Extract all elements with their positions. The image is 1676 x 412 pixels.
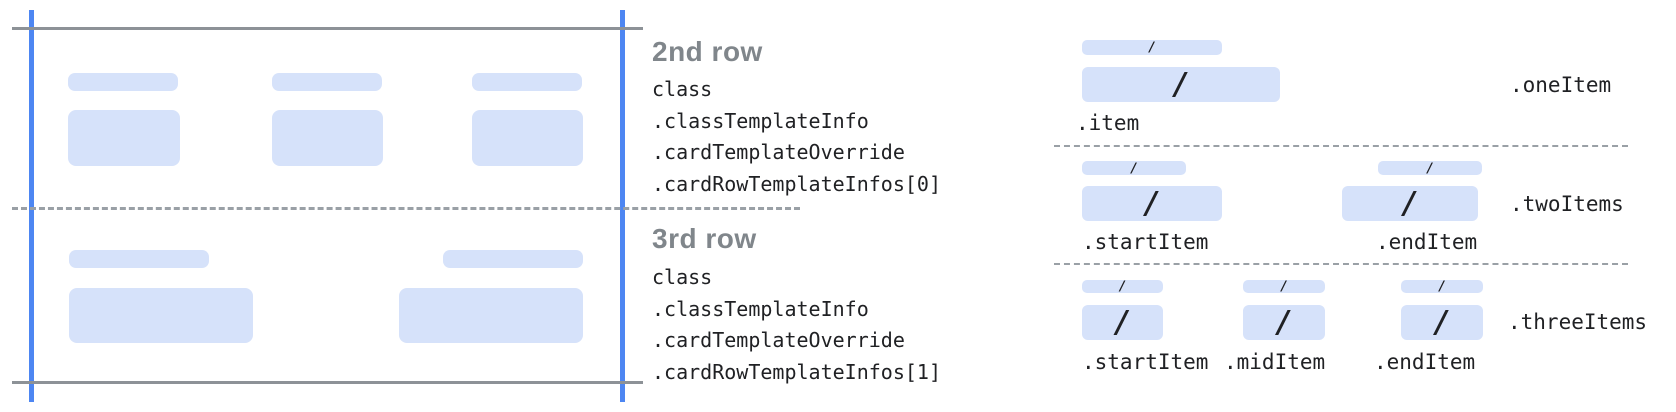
item-value-bar: / — [1243, 305, 1325, 340]
slash-glyph: / — [1148, 40, 1156, 55]
item-label-bar: / — [1082, 161, 1186, 175]
code-line: .cardRowTemplateInfos[1] — [652, 359, 941, 384]
slash-glyph: / — [1142, 185, 1162, 221]
item-label-bar: / — [1082, 40, 1222, 55]
slash-glyph: / — [1426, 160, 1434, 176]
placeholder-value-box — [68, 110, 180, 166]
placeholder-value-box — [399, 288, 583, 343]
code-line: .cardTemplateOverride — [652, 328, 905, 352]
second-row-heading: 2nd row — [652, 36, 763, 67]
second-row-code-block: class .classTemplateInfo .cardTemplateOv… — [652, 74, 941, 200]
item-caption: .endItem — [1376, 230, 1478, 254]
third-row-heading: 3rd row — [652, 223, 757, 254]
placeholder-value-box — [472, 110, 583, 166]
item-value-bar: / — [1082, 186, 1222, 221]
placeholder-value-box — [272, 110, 383, 166]
layout-name-twoitems: .twoItems — [1510, 192, 1624, 216]
item-caption: .startItem — [1082, 350, 1209, 374]
code-line: .cardRowTemplateInfos[0] — [652, 171, 941, 196]
item-caption: .item — [1076, 111, 1140, 135]
item-value-bar: / — [1082, 67, 1280, 102]
slash-glyph: / — [1274, 304, 1294, 340]
item-label-bar: / — [1401, 280, 1483, 293]
slash-glyph: / — [1438, 279, 1446, 294]
item-value-bar: / — [1082, 305, 1163, 340]
code-line: class — [652, 77, 713, 101]
code-line: .cardTemplateOverride — [652, 140, 905, 164]
slash-glyph: / — [1130, 160, 1138, 176]
placeholder-label-bar — [272, 73, 382, 91]
item-caption: .midItem — [1224, 350, 1326, 374]
layout-name-threeitems: .threeItems — [1508, 310, 1648, 334]
placeholder-label-bar — [472, 73, 582, 91]
item-caption: .endItem — [1374, 350, 1476, 374]
card-left-guide-line — [29, 10, 34, 402]
placeholder-label-bar — [443, 250, 583, 268]
placeholder-label-bar — [69, 250, 209, 268]
placeholder-value-box — [69, 288, 253, 343]
item-label-bar: / — [1082, 280, 1163, 293]
layout-name-oneitem: .oneItem — [1510, 73, 1612, 97]
slash-glyph: / — [1400, 185, 1420, 221]
slash-glyph: / — [1432, 304, 1452, 340]
item-label-bar: / — [1378, 161, 1482, 175]
item-caption: .startItem — [1082, 230, 1209, 254]
slash-glyph: / — [1171, 66, 1191, 102]
card-bottom-guide-line — [12, 381, 643, 384]
slash-glyph: / — [1118, 279, 1127, 294]
item-value-bar: / — [1401, 305, 1483, 340]
card-right-guide-line — [620, 10, 625, 402]
code-line: class — [652, 265, 713, 289]
item-value-bar: / — [1342, 186, 1478, 221]
slash-glyph: / — [1113, 304, 1132, 340]
legend-divider-dashed — [1054, 145, 1628, 147]
slash-glyph: / — [1280, 279, 1288, 294]
code-line: .classTemplateInfo — [652, 108, 869, 133]
card-row-divider-dashed — [12, 207, 800, 210]
legend-divider-dashed — [1054, 263, 1628, 265]
card-top-guide-line — [12, 27, 643, 30]
code-line: .classTemplateInfo — [652, 296, 869, 321]
placeholder-label-bar — [68, 73, 178, 91]
third-row-code-block: class .classTemplateInfo .cardTemplateOv… — [652, 262, 941, 388]
item-label-bar: / — [1243, 280, 1325, 293]
